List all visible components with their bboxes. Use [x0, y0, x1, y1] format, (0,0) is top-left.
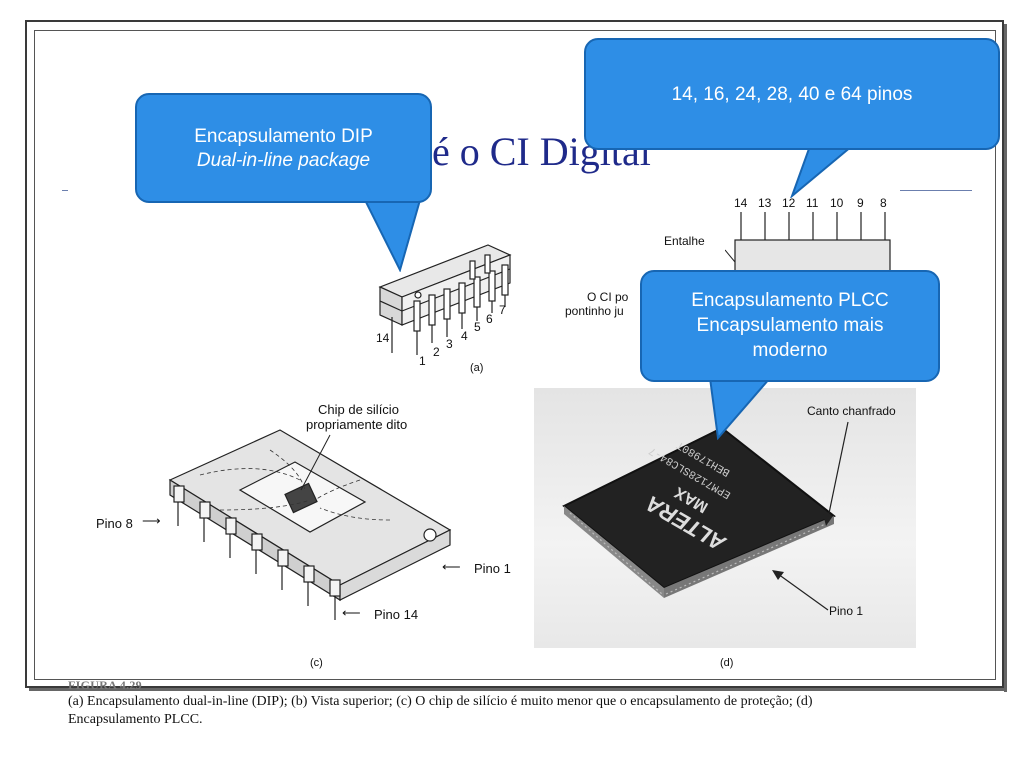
fig-b-pin-12: 12	[782, 196, 796, 210]
callout-plcc-tail	[708, 378, 772, 440]
fig-a-pin-4: 4	[461, 329, 468, 343]
fig-a-pin-2: 2	[433, 345, 440, 359]
fig-d-label: (d)	[720, 657, 734, 669]
fig-d-pin1-arrow	[772, 570, 829, 611]
plcc-chip-image	[562, 426, 836, 598]
fig-c-pin-8: Pino 8	[96, 516, 133, 531]
callout-dip-line1: Encapsulamento DIP	[194, 126, 373, 147]
fig-c-pin-8-arrow: ⟶	[142, 513, 161, 528]
figure-a-dip-chip	[378, 244, 512, 355]
caption-body: (a) Encapsulamento dual-in-line (DIP); (…	[68, 694, 813, 727]
fig-b-pin-14: 14	[734, 196, 748, 210]
fig-c-pin-1: Pino 1	[474, 561, 511, 576]
fig-c-chip-label-1: Chip de silício	[318, 402, 399, 417]
frame-shadow-right	[1004, 24, 1007, 692]
fig-b-text-partial-2: pontinho ju	[565, 304, 624, 318]
title-rule-right	[900, 190, 972, 191]
fig-a-pin-14: 14	[376, 331, 390, 345]
fig-c-pin-14: Pino 14	[374, 607, 419, 622]
fig-c-label: (c)	[310, 657, 323, 669]
title-rule-left	[62, 190, 68, 191]
fig-c-pin-14-arrow: ⟵	[342, 605, 361, 620]
callout-dip-tail	[363, 200, 422, 272]
callout-plcc-line1: Encapsulamento PLCC	[691, 290, 889, 311]
fig-a-pin-3: 3	[446, 337, 453, 351]
fig-c-pin-1-arrow: ⟵	[442, 559, 461, 574]
fig-c-chip-label-2: propriamente dito	[306, 417, 408, 432]
callout-pins-tail	[790, 146, 854, 198]
fig-a-label: (a)	[470, 362, 484, 374]
slide-frame-inner	[34, 30, 996, 680]
callout-pins: 14, 16, 24, 28, 40 e 64 pinos	[584, 38, 1000, 150]
fig-b-text-partial-1: O CI po	[587, 290, 629, 304]
caption-heading: FIGURA 4.29	[68, 678, 142, 692]
fig-d-corner-label: Canto chanfrado	[807, 404, 896, 418]
fig-b-pin-11: 11	[806, 196, 819, 210]
fig-b-notch-label: Entalhe	[664, 234, 705, 248]
callout-dip-line2: Dual-in-line package	[196, 150, 371, 171]
callout-plcc: Encapsulamento PLCC Encapsulamento mais …	[640, 270, 940, 382]
callout-pins-text: 14, 16, 24, 28, 40 e 64 pinos	[671, 84, 913, 105]
fig-a-pin-1: 1	[419, 354, 426, 368]
callout-plcc-line2: Encapsulamento mais	[696, 315, 884, 336]
frame-shadow-bottom	[29, 688, 1007, 691]
fig-a-pin-7: 7	[499, 303, 506, 317]
callout-dip: Encapsulamento DIP Dual-in-line package	[135, 93, 432, 203]
fig-d-corner-arrow	[823, 421, 849, 526]
fig-b-pin-9: 9	[857, 196, 864, 210]
fig-b-pin-13: 13	[758, 196, 772, 210]
fig-a-pin-5: 5	[474, 320, 481, 334]
figure-caption: FIGURA 4.29 (a) Encapsulamento dual-in-l…	[68, 678, 868, 729]
fig-a-pin-6: 6	[486, 312, 493, 326]
slide-frame-outer	[25, 20, 1004, 688]
figure-c-chip-cutaway	[168, 429, 452, 620]
fig-d-pin-1: Pino 1	[829, 604, 864, 618]
fig-b-pin-10: 10	[830, 196, 844, 210]
callout-plcc-line3: moderno	[752, 340, 828, 361]
fig-b-pin-8: 8	[880, 196, 887, 210]
